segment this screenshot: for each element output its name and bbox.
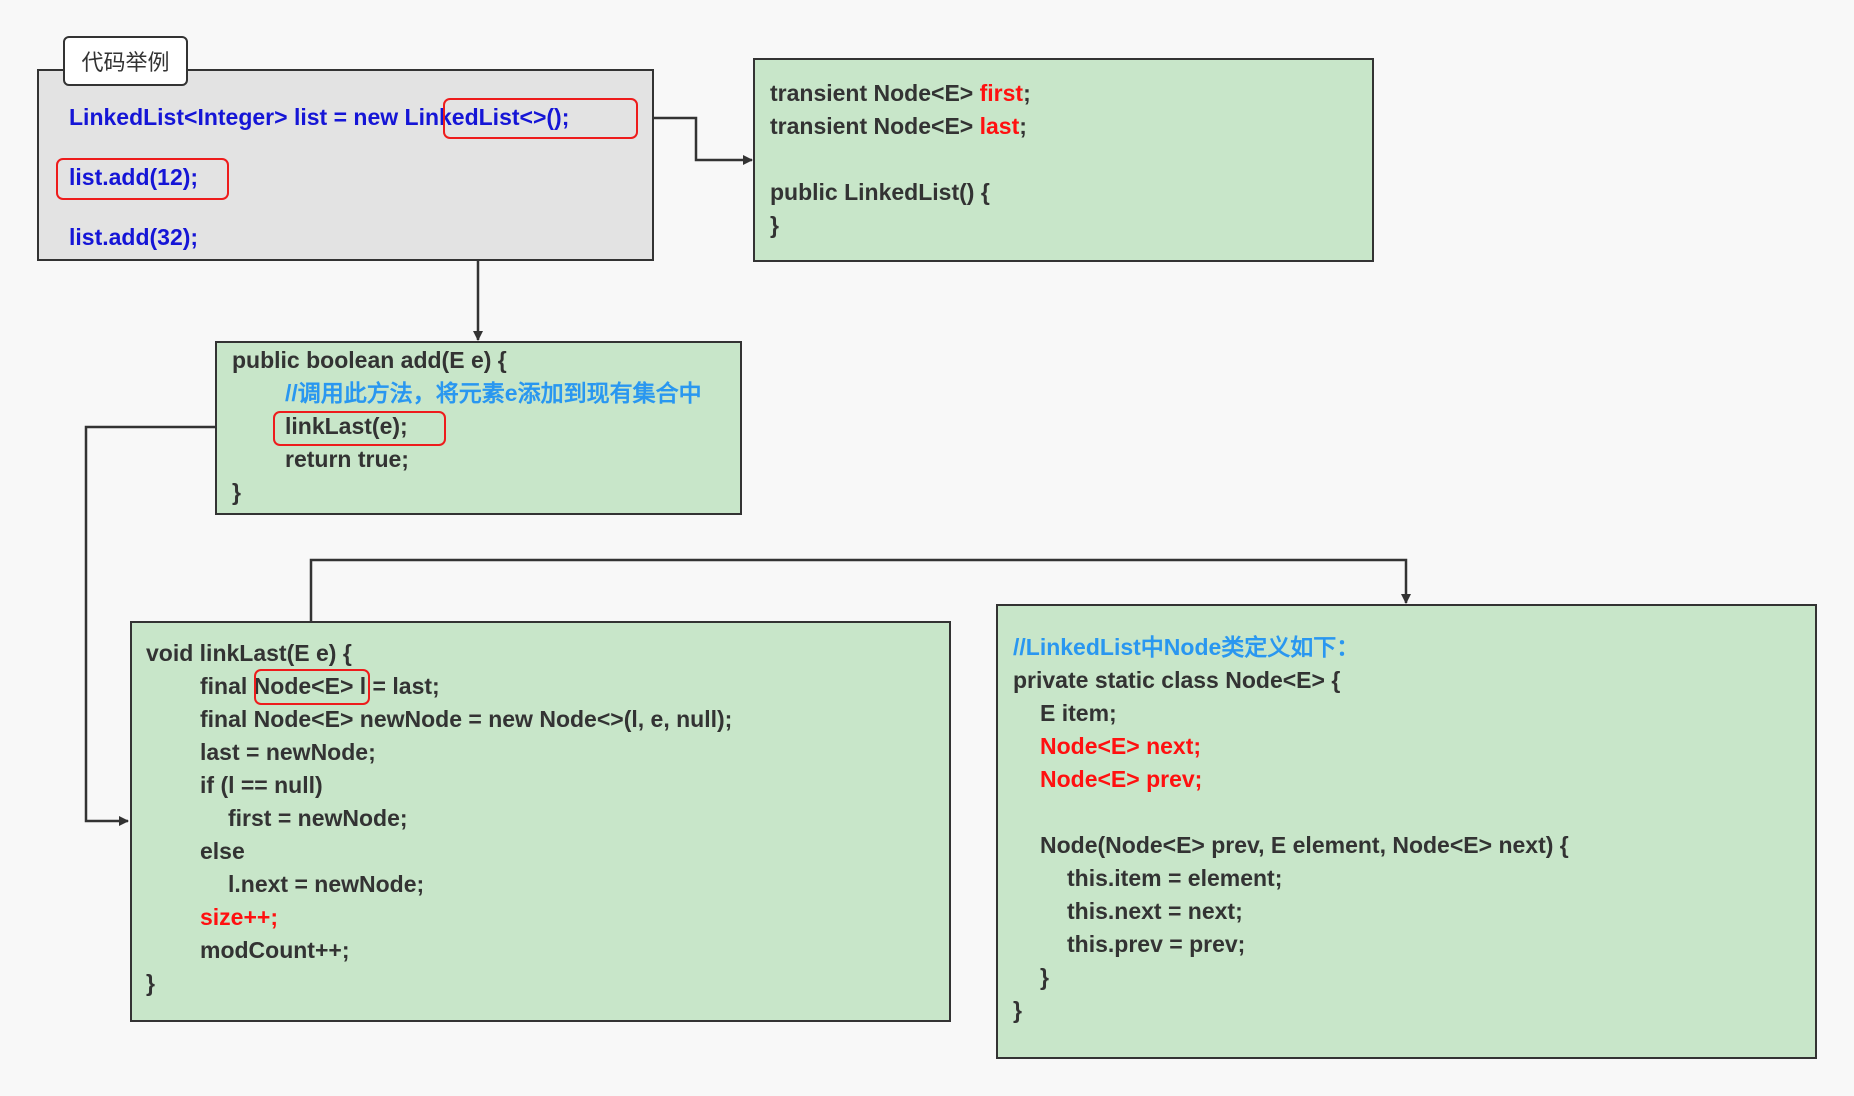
highlight-linklast-call: [273, 411, 446, 446]
linkedlist-fields-box: [753, 58, 1374, 262]
add-line-5: }: [232, 479, 241, 505]
code-example-tag: 代码举例: [63, 36, 188, 86]
example-line-1: LinkedList<Integer> list = new LinkedLis…: [69, 101, 569, 134]
node-line-4-next: Node<E> next;: [1040, 733, 1202, 759]
field-first-name: first: [979, 80, 1024, 106]
node-line-9: this.prev = prev;: [1067, 931, 1246, 957]
fields-line-2: transient Node<E> last;: [770, 110, 1027, 143]
highlight-list-add: [56, 158, 229, 200]
highlight-constructor: [443, 98, 638, 139]
example-line-1-prefix: LinkedList<Integer> list = new: [69, 104, 405, 130]
add-line-1: public boolean add(E e) {: [232, 347, 507, 373]
linklast-line-11: }: [146, 970, 155, 996]
example-line-2: list.add(12);: [69, 164, 199, 190]
node-class-box: [996, 604, 1817, 1059]
linklast-method-box: [130, 621, 951, 1022]
linklast-line-4: last = newNode;: [200, 739, 376, 765]
add-line-4: return true;: [285, 446, 409, 472]
fields-line-2-semicolon: ;: [1019, 113, 1027, 139]
node-line-11: }: [1013, 997, 1022, 1023]
linklast-line-7: else: [200, 838, 245, 864]
example-line-1-ctor: LinkedList<>();: [404, 104, 570, 130]
linklast-line-2-node-type: Node<E>: [253, 673, 354, 699]
node-line-2: private static class Node<E> {: [1013, 667, 1341, 693]
node-line-7: this.item = element;: [1067, 865, 1283, 891]
node-line-10: }: [1040, 964, 1049, 990]
linklast-line-2-final: final: [200, 673, 254, 699]
highlight-node-type: [254, 669, 370, 705]
linklast-line-8: l.next = newNode;: [228, 871, 425, 897]
linklast-line-2-rest: l = last;: [353, 673, 440, 699]
node-line-6: Node(Node<E> prev, E element, Node<E> ne…: [1040, 832, 1569, 858]
fields-line-1: transient Node<E> first;: [770, 77, 1031, 110]
linklast-line-3: final Node<E> newNode = new Node<>(l, e,…: [200, 706, 733, 732]
arrow-constructor-to-fields: [638, 116, 753, 165]
field-last-name: last: [979, 113, 1020, 139]
add-line-3: linkLast(e);: [285, 413, 408, 439]
linklast-line-6: first = newNode;: [228, 805, 408, 831]
node-line-1-comment: //LinkedList中Node类定义如下：: [1013, 634, 1360, 660]
example-line-3: list.add(32);: [69, 224, 199, 250]
node-line-3: E item;: [1040, 700, 1117, 726]
fields-line-1-type: transient Node<E>: [770, 80, 980, 106]
code-example-box: [37, 69, 654, 261]
fields-line-1-semicolon: ;: [1023, 80, 1031, 106]
node-line-5-prev: Node<E> prev;: [1040, 766, 1203, 792]
linklast-line-9-size: size++;: [200, 904, 278, 930]
linklast-line-10: modCount++;: [200, 937, 350, 963]
linklast-line-5: if (l == null): [200, 772, 323, 798]
fields-line-2-type: transient Node<E>: [770, 113, 980, 139]
add-line-2-comment: //调用此方法，将元素e添加到现有集合中: [285, 380, 702, 406]
linklast-line-1: void linkLast(E e) {: [146, 640, 352, 666]
linklast-line-2: final Node<E> l = last;: [200, 670, 440, 703]
fields-line-4: }: [770, 212, 779, 238]
node-line-8: this.next = next;: [1067, 898, 1243, 924]
fields-line-3: public LinkedList() {: [770, 179, 990, 205]
add-method-box: [215, 341, 742, 515]
